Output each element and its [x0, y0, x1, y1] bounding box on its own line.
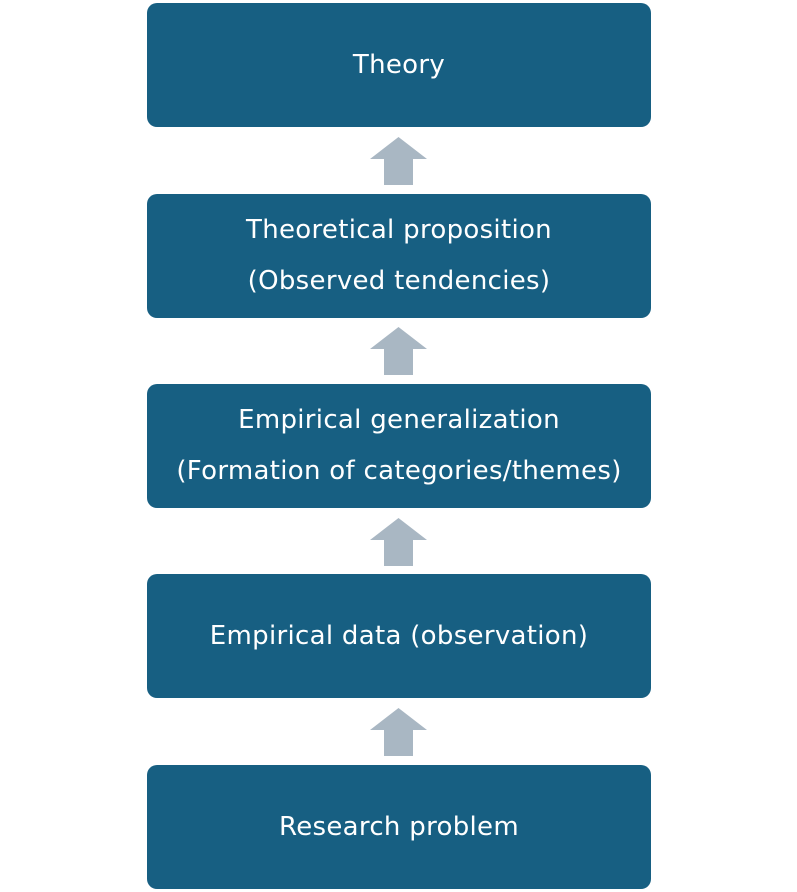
step-label-empirical-generalization: Empirical generalization: [238, 405, 560, 435]
step-label-empirical-data: Empirical data (observation): [209, 620, 589, 651]
up-arrow-icon: [370, 327, 427, 375]
step-box-theoretical-proposition: Theoretical proposition (Observed tenden…: [147, 194, 651, 318]
step-sublabel-observed-tendencies: (Observed tendencies): [247, 266, 551, 296]
step-sublabel-formation-of-categories: (Formation of categories/themes): [176, 456, 622, 486]
step-box-research-problem: Research problem: [147, 765, 651, 889]
up-arrow-icon: [370, 518, 427, 566]
step-box-empirical-generalization: Empirical generalization (Formation of c…: [147, 384, 651, 508]
up-arrow-icon: [370, 137, 427, 185]
step-label-theory: Theory: [352, 49, 446, 80]
step-label-theoretical-proposition: Theoretical proposition: [246, 215, 552, 245]
up-arrow-icon: [370, 708, 427, 756]
step-label-research-problem: Research problem: [279, 811, 519, 842]
step-box-empirical-data: Empirical data (observation): [147, 574, 651, 698]
step-box-theory: Theory: [147, 3, 651, 127]
